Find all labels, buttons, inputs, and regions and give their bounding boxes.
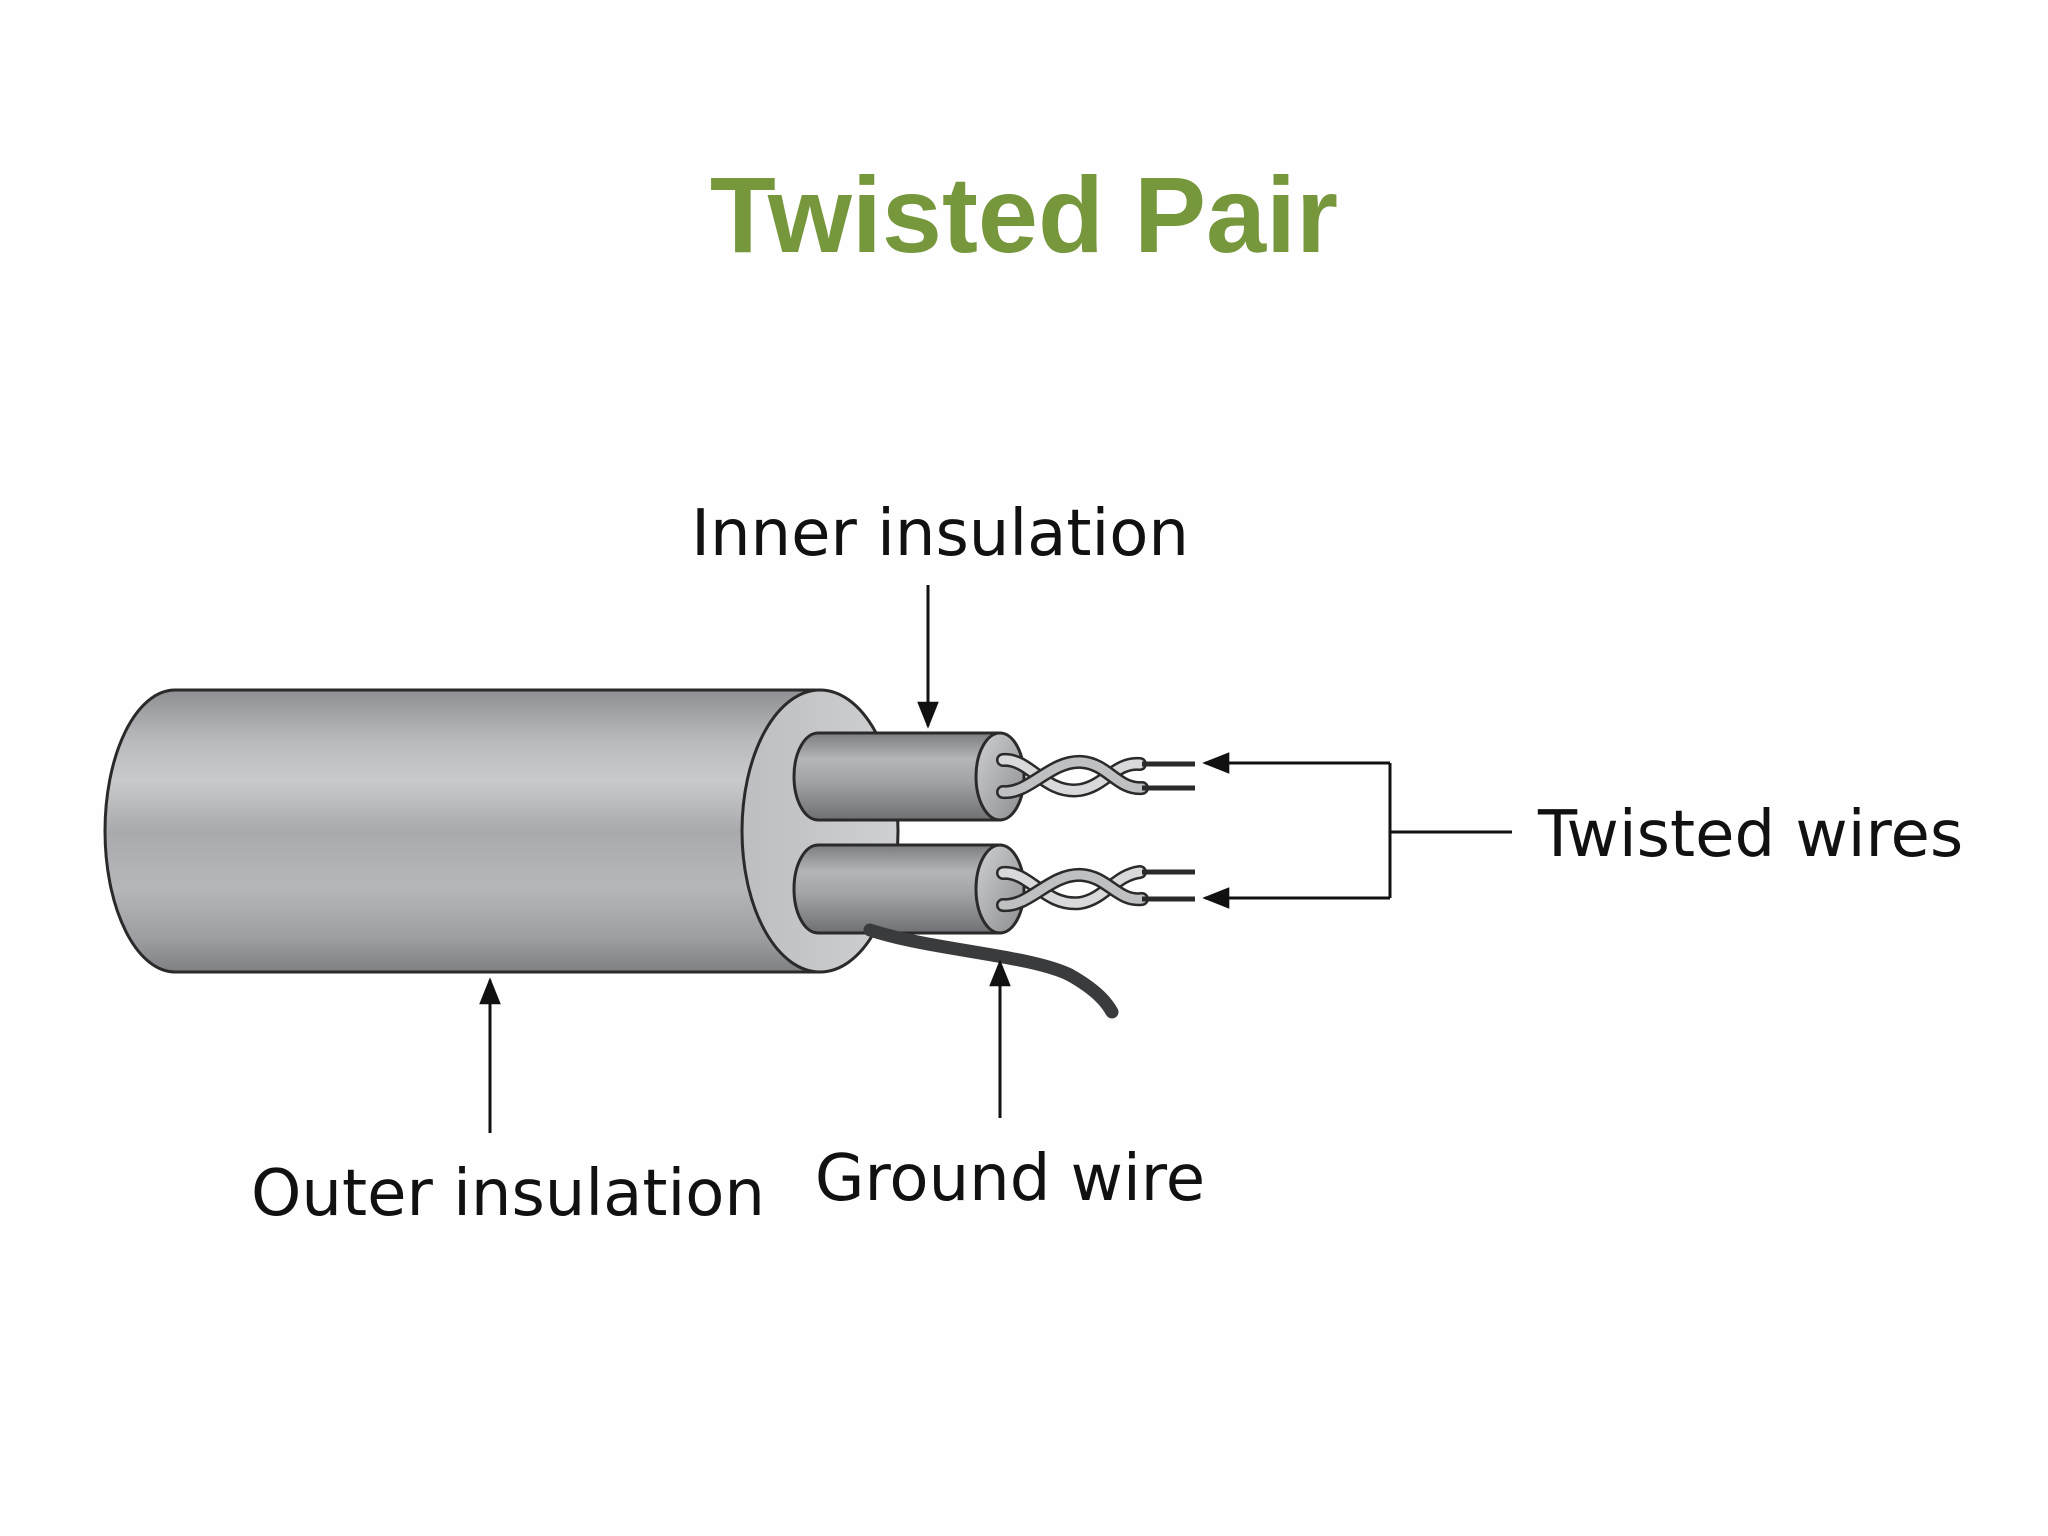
ground-wire <box>863 923 1119 1019</box>
label-ground-wire: Ground wire <box>815 1142 1205 1216</box>
label-inner-insulation: Inner insulation <box>691 497 1189 571</box>
label-outer-insulation: Outer insulation <box>251 1157 765 1231</box>
inner-wire-bottom <box>792 843 1195 935</box>
label-twisted-wires: Twisted wires <box>1537 798 1963 872</box>
outer-cable <box>103 688 900 974</box>
slide-title: Twisted Pair <box>709 154 1339 275</box>
inner-wire-top <box>792 731 1195 822</box>
bracket-twisted-wires <box>1202 752 1512 909</box>
